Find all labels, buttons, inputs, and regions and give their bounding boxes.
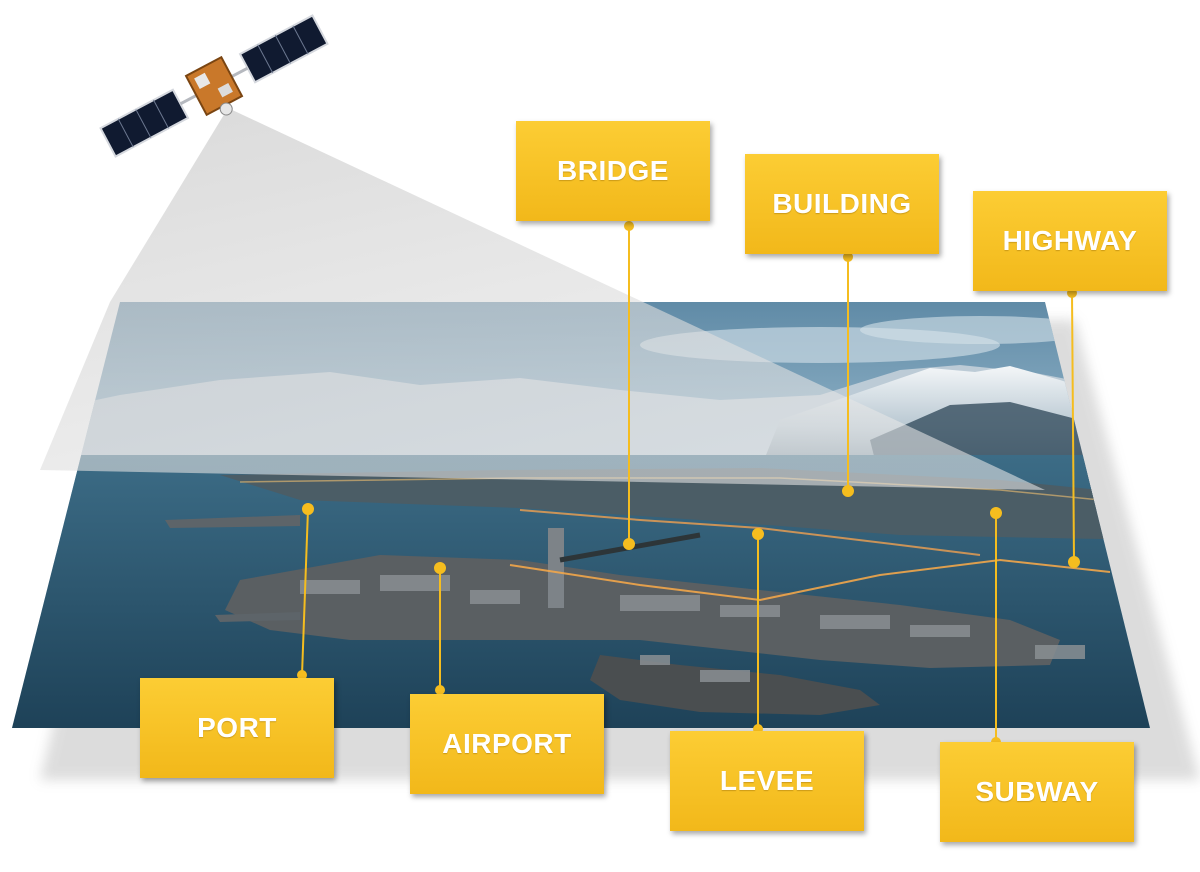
satellite-icon — [99, 14, 329, 158]
label-levee: LEVEE — [670, 731, 864, 831]
satellite-beam — [40, 108, 1045, 490]
connector-port — [301, 508, 309, 676]
label-port-text: PORT — [197, 712, 277, 743]
label-subway: SUBWAY — [940, 742, 1134, 842]
label-bridge: BRIDGE — [516, 121, 710, 221]
label-building: BUILDING — [745, 154, 939, 254]
dot-highway — [1068, 556, 1080, 568]
label-levee-text: LEVEE — [719, 765, 815, 796]
label-airport: AIRPORT — [410, 694, 604, 794]
dot-airport — [434, 562, 446, 574]
label-subway-text: SUBWAY — [975, 776, 1099, 807]
dot-port — [302, 503, 314, 515]
label-bridge-text: BRIDGE — [557, 155, 669, 186]
dot-levee — [752, 528, 764, 540]
dot-building — [842, 485, 854, 497]
dot-building-top — [843, 252, 853, 262]
label-highway-text: HIGHWAY — [1002, 225, 1138, 256]
label-building-text: BUILDING — [772, 188, 912, 219]
dot-subway — [990, 507, 1002, 519]
connector-highway — [1071, 292, 1075, 563]
dot-bridge — [623, 538, 635, 550]
label-airport-text: AIRPORT — [442, 728, 572, 759]
dot-bridge-top — [624, 221, 634, 231]
dot-airport-bottom — [435, 685, 445, 695]
label-port: PORT — [140, 678, 334, 778]
label-highway: HIGHWAY — [973, 191, 1167, 291]
